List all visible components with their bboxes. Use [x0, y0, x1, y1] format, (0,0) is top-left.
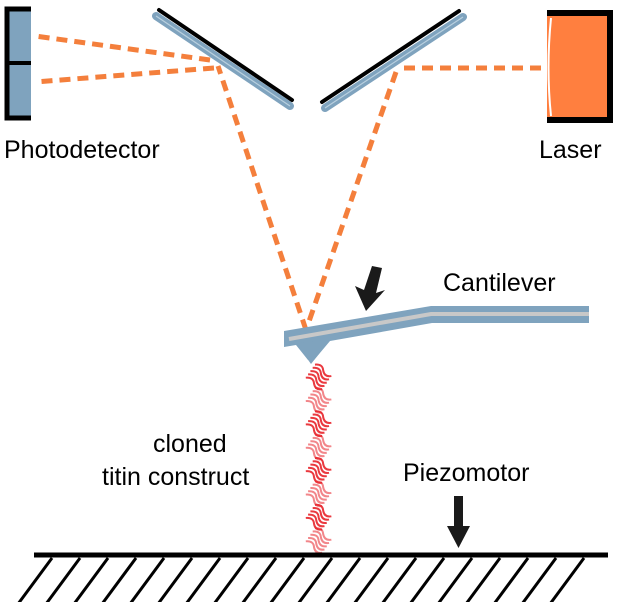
substrate-hatch	[17, 557, 54, 602]
substrate-hatch	[353, 557, 390, 602]
substrate-hatch	[521, 557, 558, 602]
substrate-hatch	[465, 557, 502, 602]
photodetector	[4, 6, 31, 121]
substrate-hatch	[269, 557, 306, 602]
titin-domain	[305, 363, 332, 391]
substrate-hatch	[493, 557, 530, 602]
beam-cantilever-to-left-mirror	[215, 65, 309, 331]
piezomotor-label: Piezomotor	[403, 459, 529, 487]
substrate-hatch	[157, 557, 194, 602]
laser-source	[547, 10, 613, 123]
laser-beam	[34, 33, 541, 331]
cantilever-tip	[296, 340, 330, 364]
right-mirror	[320, 9, 467, 112]
substrate-hatch	[297, 557, 334, 602]
laser-aperture	[547, 17, 552, 117]
construct-label-line2: titin construct	[102, 463, 249, 491]
construct-label-line1: cloned	[153, 430, 227, 458]
photodetector-label: Photodetector	[4, 136, 160, 164]
cantilever-deflection-arrow-icon	[355, 266, 385, 311]
substrate-hatch	[325, 557, 362, 602]
cantilever-core	[288, 312, 589, 341]
substrate-hatch	[437, 557, 474, 602]
titin-domain	[305, 433, 332, 461]
substrate-hatch	[213, 557, 250, 602]
substrate-hatch	[381, 557, 418, 602]
substrate-hatch	[409, 557, 446, 602]
left-mirror	[152, 8, 294, 110]
titin-domain	[305, 457, 332, 484]
titin-domain	[305, 503, 332, 531]
substrate-hatch	[185, 557, 222, 602]
substrate-hatch	[45, 557, 82, 602]
titin-domain	[305, 386, 332, 414]
beam-right-mirror-to-cantilever	[303, 71, 399, 331]
substrate-hatch	[101, 557, 138, 602]
titin-domain	[305, 527, 332, 554]
piezomotor-arrow-icon	[447, 496, 470, 548]
cantilever	[284, 306, 589, 364]
beam-left-mirror-to-detector-top	[34, 33, 211, 63]
titin-domain	[305, 410, 332, 438]
cantilever-label: Cantilever	[443, 269, 556, 297]
substrate-hatch	[129, 557, 166, 602]
titin-domain	[305, 480, 332, 508]
beam-left-mirror-to-detector-bottom	[34, 65, 215, 85]
laser-body	[547, 16, 607, 117]
laser-label: Laser	[539, 136, 602, 164]
substrate-hatch	[73, 557, 110, 602]
titin-construct	[305, 363, 332, 554]
substrate	[17, 552, 608, 602]
substrate-hatch	[241, 557, 278, 602]
cantilever-body	[284, 306, 589, 360]
substrate-hatch	[549, 557, 586, 602]
